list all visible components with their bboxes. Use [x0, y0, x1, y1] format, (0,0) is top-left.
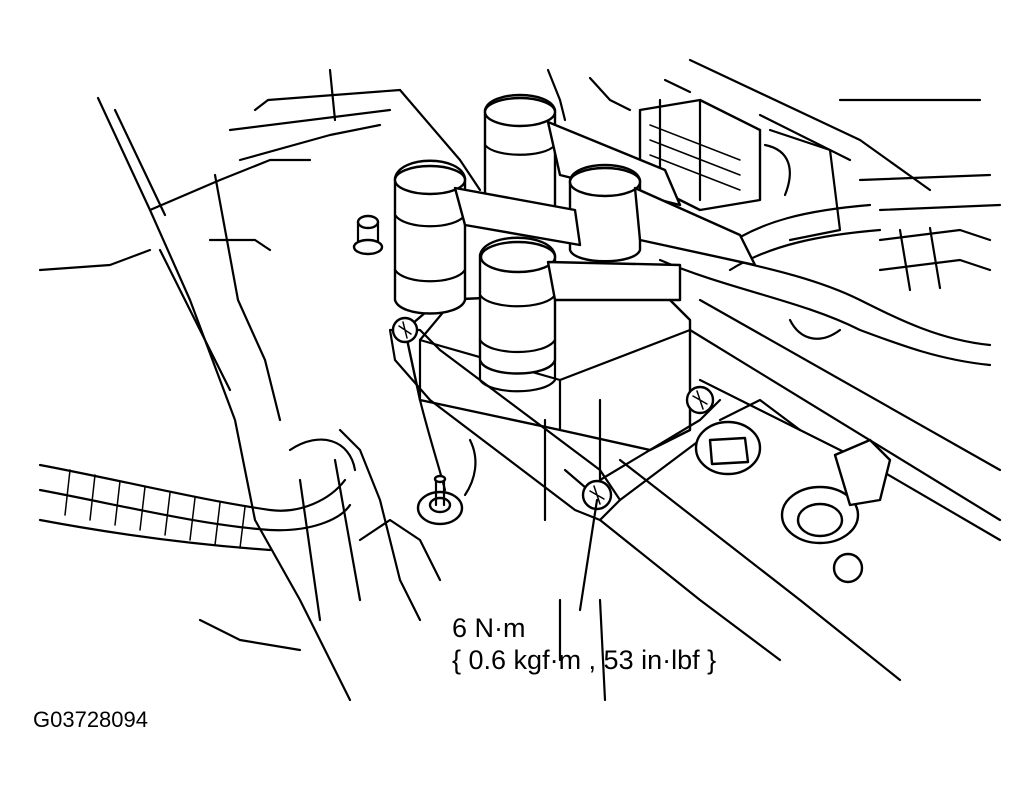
figure-id: G03728094 [33, 707, 148, 732]
mounting-stud [352, 214, 384, 256]
ignition-coil-body [403, 288, 692, 522]
ground-terminal [416, 398, 477, 526]
torque-leader-line [578, 498, 599, 612]
coil-bracket [388, 328, 722, 522]
sensor-connector [694, 420, 892, 584]
torque-value: 6 N·m [452, 613, 526, 643]
torque-callout: 6 N·m { 0.6 kgf·m , 53 in·lbf } [452, 612, 716, 677]
wiring-harness [38, 438, 362, 622]
bracket-bolt [391, 316, 715, 511]
spark-plug-boots [393, 93, 757, 393]
engine-outline [38, 58, 1002, 702]
torque-alternate-units: { 0.6 kgf·m , 53 in·lbf } [452, 645, 717, 676]
